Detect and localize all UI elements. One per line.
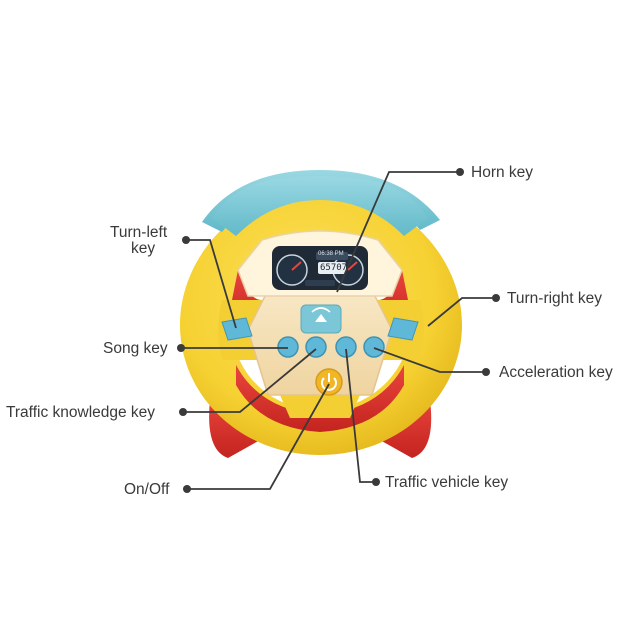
- horn-button: [300, 304, 342, 334]
- callout-leader-lines: [181, 171, 496, 490]
- dashboard: [237, 230, 403, 297]
- label-turn-left-line1: Turn-left: [110, 224, 168, 241]
- label-acceleration-key: Acceleration key: [499, 364, 613, 381]
- dashboard-odometer: 65707: [320, 263, 348, 273]
- label-traffic-knowledge-key: Traffic knowledge key: [6, 404, 156, 421]
- label-horn-key: Horn key: [471, 164, 534, 181]
- label-on-off: On/Off: [124, 481, 170, 498]
- turn-buttons: [221, 317, 419, 341]
- label-turn-left-line2: key: [131, 240, 156, 257]
- label-song-key: Song key: [103, 340, 168, 357]
- label-turn-right-key: Turn-right key: [507, 290, 603, 307]
- label-traffic-vehicle-key: Traffic vehicle key: [385, 474, 509, 491]
- power-button: [315, 368, 343, 396]
- dashboard-clock: 06:38 PM: [318, 251, 344, 257]
- callout-dots: [177, 168, 500, 493]
